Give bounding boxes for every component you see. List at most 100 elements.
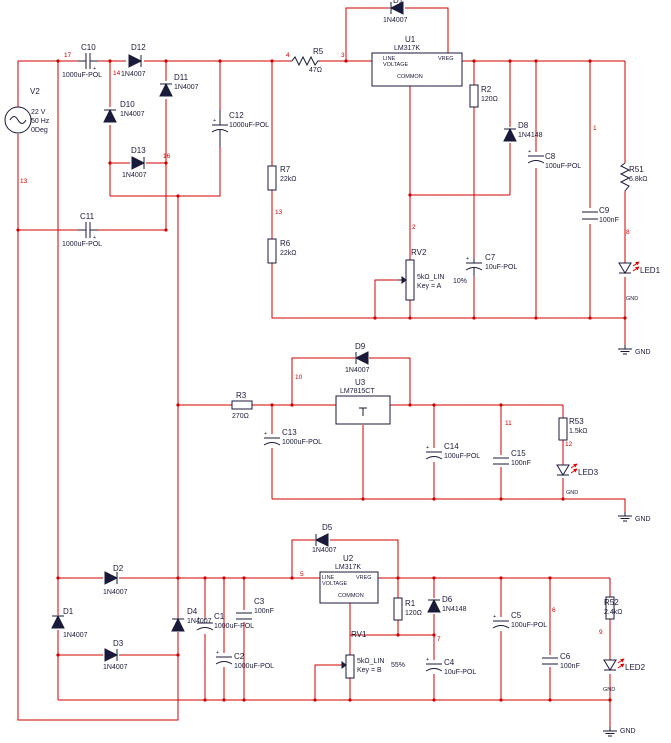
svg-text:1N4007: 1N4007 bbox=[345, 367, 370, 374]
svg-text:+: + bbox=[528, 149, 531, 155]
svg-text:LM317K: LM317K bbox=[394, 45, 420, 52]
svg-text:12: 12 bbox=[565, 441, 573, 448]
svg-text:U3: U3 bbox=[355, 378, 366, 387]
resistor-r52: R52 2.4kΩ bbox=[604, 596, 622, 620]
svg-text:R3: R3 bbox=[236, 391, 247, 400]
svg-text:14: 14 bbox=[113, 70, 121, 77]
svg-text:LM317K: LM317K bbox=[335, 564, 361, 571]
diode-d13 bbox=[131, 156, 146, 170]
svg-text:V2: V2 bbox=[30, 87, 40, 96]
svg-text:5kΩ_LIN: 5kΩ_LIN bbox=[357, 658, 384, 665]
svg-text:VREG: VREG bbox=[356, 575, 372, 581]
svg-text:C14: C14 bbox=[444, 442, 459, 451]
diode-d10 bbox=[103, 108, 117, 123]
svg-text:D9: D9 bbox=[355, 342, 366, 351]
svg-text:1N4148: 1N4148 bbox=[442, 606, 467, 613]
svg-text:C5: C5 bbox=[511, 611, 522, 620]
svg-text:1: 1 bbox=[593, 125, 597, 132]
svg-text:COMMON: COMMON bbox=[338, 593, 364, 599]
svg-text:1.5kΩ: 1.5kΩ bbox=[569, 428, 587, 435]
svg-text:1N4007: 1N4007 bbox=[174, 84, 199, 91]
svg-text:+: + bbox=[213, 118, 216, 124]
diode-d8 bbox=[503, 127, 517, 142]
svg-text:D8: D8 bbox=[518, 121, 529, 130]
svg-text:GND: GND bbox=[566, 490, 578, 496]
svg-text:C12: C12 bbox=[229, 111, 244, 120]
regulator-u3: U3 LM7815CT bbox=[335, 378, 391, 425]
capacitor-c2: + C2 1000uF-POL bbox=[215, 650, 274, 670]
svg-text:13: 13 bbox=[20, 178, 28, 185]
capacitor-c6: C6 100nF bbox=[542, 652, 580, 670]
svg-text:C6: C6 bbox=[560, 652, 571, 661]
svg-text:50 Hz: 50 Hz bbox=[31, 118, 50, 125]
resistor-r2: R2 120Ω bbox=[469, 84, 498, 108]
resistor-r51: R51 6.8kΩ bbox=[619, 162, 647, 192]
svg-text:1N4007: 1N4007 bbox=[120, 111, 145, 118]
svg-text:9: 9 bbox=[599, 629, 603, 636]
diode-d14 bbox=[389, 1, 404, 15]
svg-text:1N4007: 1N4007 bbox=[103, 664, 128, 671]
diodes bbox=[51, 1, 517, 662]
diode-d4 bbox=[171, 617, 185, 632]
svg-text:1N4007: 1N4007 bbox=[63, 632, 88, 639]
capacitor-c3: C3 100nF bbox=[236, 597, 274, 620]
svg-text:100nF: 100nF bbox=[560, 663, 580, 670]
svg-text:7: 7 bbox=[437, 636, 441, 643]
svg-text:LINE: LINE bbox=[322, 575, 335, 581]
svg-text:1N4007: 1N4007 bbox=[121, 71, 146, 78]
capacitor-c13: + C13 1000uF-POL bbox=[263, 428, 322, 446]
svg-text:GND: GND bbox=[603, 687, 615, 693]
svg-text:100uF-POL: 100uF-POL bbox=[444, 453, 480, 460]
svg-text:100nF: 100nF bbox=[254, 608, 274, 615]
svg-text:COMMON: COMMON bbox=[397, 74, 423, 80]
svg-text:C7: C7 bbox=[485, 253, 496, 262]
svg-text:D1: D1 bbox=[393, 0, 404, 5]
diode-d11 bbox=[159, 82, 173, 97]
led-2: LED2 GND bbox=[603, 658, 646, 693]
svg-text:+: + bbox=[93, 66, 96, 72]
net-labels: 17 14 16 13 4 3 1 13 2 8 10 11 12 5 6 7 … bbox=[20, 52, 630, 643]
capacitor-c1: + C1 1000uF-POL bbox=[196, 612, 254, 631]
svg-text:1N4007: 1N4007 bbox=[312, 547, 337, 554]
svg-text:LM7815CT: LM7815CT bbox=[340, 388, 375, 395]
svg-text:1000uF-POL: 1000uF-POL bbox=[229, 122, 269, 129]
svg-text:R53: R53 bbox=[569, 417, 584, 426]
diode-d2 bbox=[104, 571, 119, 585]
svg-text:5: 5 bbox=[300, 571, 304, 578]
svg-text:GND: GND bbox=[635, 349, 651, 356]
diode-d12 bbox=[128, 54, 143, 68]
svg-text:D10: D10 bbox=[120, 100, 135, 109]
svg-text:C11: C11 bbox=[80, 212, 95, 221]
svg-text:1000uF-POL: 1000uF-POL bbox=[214, 623, 254, 630]
svg-text:100nF: 100nF bbox=[599, 217, 619, 224]
svg-text:17: 17 bbox=[64, 52, 72, 59]
svg-text:1N4007: 1N4007 bbox=[103, 589, 128, 596]
svg-text:C3: C3 bbox=[254, 597, 265, 606]
svg-text:120Ω: 120Ω bbox=[481, 96, 498, 103]
svg-text:11: 11 bbox=[505, 420, 512, 427]
svg-text:55%: 55% bbox=[391, 662, 405, 669]
svg-text:Key = B: Key = B bbox=[357, 667, 382, 674]
diode-d5 bbox=[314, 533, 329, 547]
svg-text:+: + bbox=[197, 616, 200, 622]
wires bbox=[17, 7, 626, 727]
svg-text:R2: R2 bbox=[481, 85, 492, 94]
svg-text:D5: D5 bbox=[322, 523, 333, 532]
svg-text:1N4148: 1N4148 bbox=[518, 132, 543, 139]
ground-3: GND bbox=[602, 726, 636, 737]
svg-text:1000uF-POL: 1000uF-POL bbox=[62, 241, 102, 248]
capacitor-c12: + C12 1000uF-POL bbox=[211, 110, 269, 147]
svg-text:1000uF-POL: 1000uF-POL bbox=[62, 72, 102, 79]
svg-text:2.4kΩ: 2.4kΩ bbox=[604, 609, 622, 616]
capacitor-c10: + C10 1000uF-POL bbox=[62, 43, 102, 79]
svg-text:D11: D11 bbox=[174, 73, 189, 82]
resistor-r5: R5 47Ω bbox=[291, 47, 324, 74]
svg-text:1000uF-POL: 1000uF-POL bbox=[234, 663, 274, 670]
diode-labels: D1 1N4007 D12 1N4007 D11 1N4007 D10 1N40… bbox=[63, 0, 543, 671]
resistor-r6: R6 22kΩ bbox=[267, 238, 297, 264]
capacitor-c9: C9 100nF bbox=[582, 206, 619, 224]
svg-text:C15: C15 bbox=[511, 449, 526, 458]
svg-text:100nF: 100nF bbox=[511, 460, 531, 467]
svg-text:3: 3 bbox=[341, 52, 345, 59]
